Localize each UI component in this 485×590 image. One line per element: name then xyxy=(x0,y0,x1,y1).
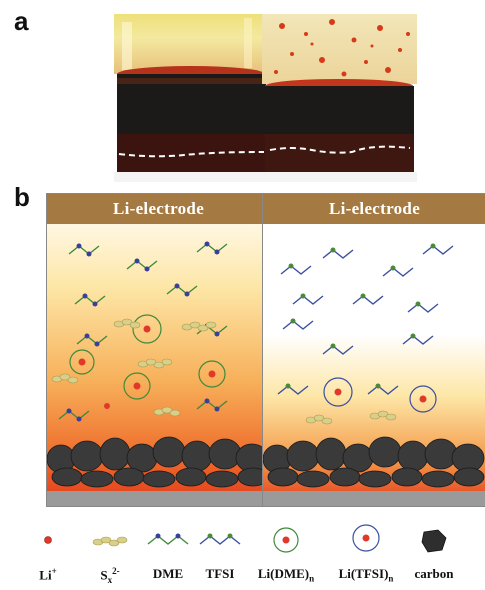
legend-item-li-tfsi: Li(TFSI)n xyxy=(326,518,406,588)
legend-item-li-ion: Li+ xyxy=(22,518,74,588)
legend-label-carbon: carbon xyxy=(414,566,454,581)
legend-item-polysulfide: Sx2- xyxy=(80,518,140,588)
legend-label-li-tfsi: Li(TFSI)n xyxy=(338,566,394,584)
vial-photo-left xyxy=(114,14,269,182)
legend: Li+ Sx2- DME xyxy=(39,518,470,588)
legend-label-tfsi: TFSI xyxy=(205,566,235,581)
legend-label-dme: DME xyxy=(152,566,184,581)
legend-item-carbon: carbon xyxy=(404,518,464,588)
legend-label-polysulfide: Sx2- xyxy=(100,566,120,585)
vial-photo-right xyxy=(262,14,417,182)
electrolyte-box-dme: Li-electrode xyxy=(46,193,271,507)
legend-label-li-ion: Li+ xyxy=(39,566,57,583)
electrolyte-box-tfsi: Li-electrode xyxy=(262,193,485,507)
legend-label-li-dme: Li(DME)n xyxy=(257,566,315,584)
legend-item-tfsi: TFSI xyxy=(192,518,248,588)
electrode-label-left: Li-electrode xyxy=(47,194,270,224)
legend-item-dme: DME xyxy=(140,518,196,588)
electrode-label-right: Li-electrode xyxy=(263,194,485,224)
panel-label-a: a xyxy=(14,6,29,36)
legend-item-li-dme: Li(DME)n xyxy=(248,518,324,588)
panel-label-b: b xyxy=(14,182,30,212)
